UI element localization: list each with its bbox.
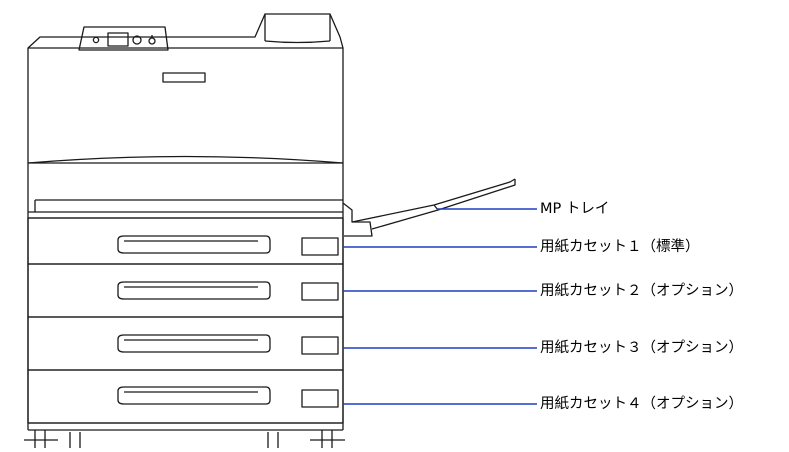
cassette-2-drawing: [27, 263, 344, 318]
printer-body: [27, 13, 344, 430]
label-cassette-2: 用紙カセット２（オプション）: [540, 283, 743, 299]
mp-tray-drawing: [342, 178, 516, 237]
leader-lines: [343, 208, 537, 405]
cassette-4-drawing: [27, 369, 344, 424]
label-cassette-4: 用紙カセット４（オプション）: [540, 396, 743, 412]
printer-base: [24, 422, 345, 448]
label-mp-tray: MP トレイ: [540, 201, 610, 217]
front-cover-handle: [162, 72, 206, 83]
label-cassette-3: 用紙カセット３（オプション）: [540, 340, 743, 356]
cassette-3-drawing: [27, 316, 344, 371]
control-panel: [78, 26, 169, 51]
cassette-1-drawing: [27, 217, 344, 265]
label-cassette-1: 用紙カセット１（標準）: [540, 239, 700, 255]
